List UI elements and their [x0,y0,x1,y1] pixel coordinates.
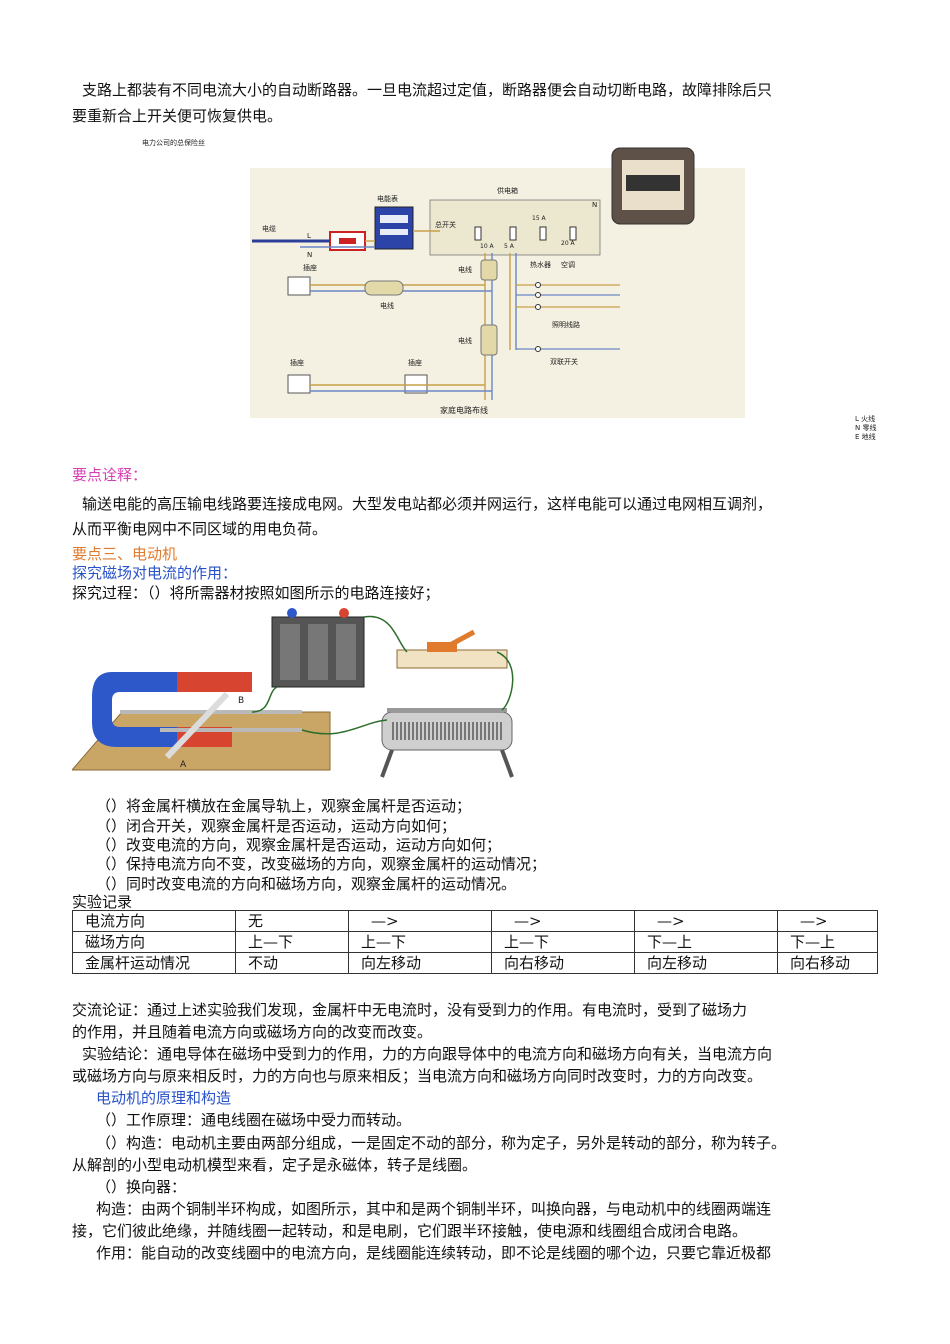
N-label: N [307,251,312,259]
fuse-label: 电力公司的总保险丝 [142,138,205,147]
step-4: （）保持电流方向不变，改变磁场的方向，观察金属杆的运动情况； [96,855,547,873]
conclusion-line-2: 或磁场方向与原来相反时，力的方向也与原来相反；当电流方向和磁场方向同时改变时，力… [72,1067,763,1085]
table-cell: 向右移动 [777,952,878,974]
table-cell: 金属杆运动情况 [72,952,236,974]
intro-line-1: 支路上都装有不同电流大小的自动断路器。一旦电流超过定值，断路器便会自动切断电路，… [82,81,773,99]
table-cell: 向左移动 [634,952,778,974]
step-1: （）将金属杆横放在金属导轨上，观察金属杆是否运动； [96,797,472,815]
intro-line-2: 要重新合上开关便可恢复供电。 [72,107,283,125]
amp-5: 5 A [504,243,515,250]
motor-principle: （）工作原理：通电线圈在磁场中受力而转动。 [96,1111,412,1129]
key-note-line-1: 输送电能的高压输电线路要连接成电网。大型发电站都必须并网运行，这样电能可以通过电… [82,495,773,513]
motor-structure-2: 从解剖的小型电动机模型来看，定子是永磁体，转子是线圈。 [72,1156,478,1174]
table-cell: —> [491,910,635,932]
table-cell: 上—下 [235,931,349,953]
table-cell: 磁场方向 [72,931,236,953]
table-cell: 向右移动 [491,952,635,974]
motor-construct-1: 构造：由两个铜制半环构成，如图所示，其中和是两个铜制半环，叫换向器，与电动机中的… [96,1200,772,1218]
table-row: 电流方向 无 —> —> —> —> [72,910,878,932]
amp-15: 15 A [532,215,547,222]
table-cell: 上—下 [491,931,635,953]
table-cell: 不动 [235,952,349,974]
dual-switch-label: 双联开关 [550,357,578,366]
table-cell: 向左移动 [348,952,492,974]
table-row: 磁场方向 上—下 上—下 上—下 下—上 下—上 [72,931,878,953]
key-note-title: 要点诠释： [72,466,148,484]
table-row: 金属杆运动情况 不动 向左移动 向右移动 向左移动 向右移动 [72,952,878,974]
record-table: 电流方向 无 —> —> —> —> 磁场方向 上—下 上—下 上—下 下—上 … [72,910,878,974]
motor-commutator: （）换向器： [96,1178,187,1196]
step-2: （）闭合开关，观察金属杆是否运动，运动方向如何； [96,817,457,835]
heater-label: 热水器 [530,260,551,269]
diagram-caption: 家庭电路布线 [440,405,488,415]
explore-process: 探究过程：（）将所需器材按照如图所示的电路连接好； [72,584,440,602]
socket-label-1: 插座 [303,263,317,272]
label-a: A [180,760,187,770]
table-cell: —> [777,910,878,932]
household-wiring-diagram: 电力公司的总保险丝 电能表 供电箱 总开关 N 电缆 L N 10 A 5 A … [142,138,876,441]
wire-label-2: 电线 [380,301,394,310]
record-title: 实验记录 [72,893,133,911]
amp-20: 20 A [561,240,576,247]
amp-10: 10 A [480,243,495,250]
explore-title: 探究磁场对电流的作用： [72,564,238,582]
label-b: B [238,696,244,706]
socket-label-3: 插座 [408,358,422,367]
cable-label: 电缆 [262,224,276,233]
table-cell: 无 [235,910,349,932]
main-switch-label: 总开关 [435,220,456,229]
conclusion-line-1: 实验结论：通电导体在磁场中受到力的作用，力的方向跟导体中的电流方向和磁场方向有关… [82,1045,773,1063]
legend-N: N 零线 [855,423,876,432]
box-label: 供电箱 [497,186,518,195]
table-cell: 下—上 [634,931,778,953]
motor-function-1: 作用：能自动的改变线圈中的电流方向，是线圈能连续转动，即不论是线圈的哪个边，只要… [96,1244,772,1262]
discussion-line-2: 的作用，并且随着电流方向或磁场方向的改变而改变。 [72,1023,433,1041]
n-label-right: N [592,201,597,209]
L-label: L [307,232,311,240]
motor-title: 电动机的原理和构造 [96,1089,232,1107]
section-3-title: 要点三、电动机 [72,545,178,563]
table-cell: 下—上 [777,931,878,953]
table-cell: 上—下 [348,931,492,953]
step-3: （）改变电流的方向，观察金属杆是否运动，运动方向如何； [96,836,502,854]
wire-label-3: 电线 [458,336,472,345]
motor-structure-1: （）构造：电动机主要由两部分组成，一是固定不动的部分，称为定子，另外是转动的部分… [96,1134,787,1152]
ac-label: 空调 [561,260,575,269]
table-cell: 电流方向 [72,910,236,932]
discussion-line-1: 交流论证：通过上述实验我们发现，金属杆中无电流时，没有受到力的作用。有电流时，受… [72,1001,748,1019]
meter-label: 电能表 [377,194,398,203]
lighting-label: 照明线路 [552,320,580,329]
legend-L: L 火线 [855,414,875,423]
table-cell: —> [634,910,778,932]
legend-E: E 地线 [855,432,876,441]
socket-label-2: 插座 [290,358,304,367]
motor-construct-2: 接，它们彼此绝缘，并随线圈一起转动，和是电刷，它们跟半环接触，使电源和线圈组合成… [72,1222,748,1240]
step-5: （）同时改变电流的方向和磁场方向，观察金属杆的运动情况。 [96,875,517,893]
table-cell: —> [348,910,492,932]
key-note-line-2: 从而平衡电网中不同区域的用电负荷。 [72,520,328,538]
experiment-apparatus-figure: A B [72,608,514,778]
wire-label-1: 电线 [458,265,472,274]
